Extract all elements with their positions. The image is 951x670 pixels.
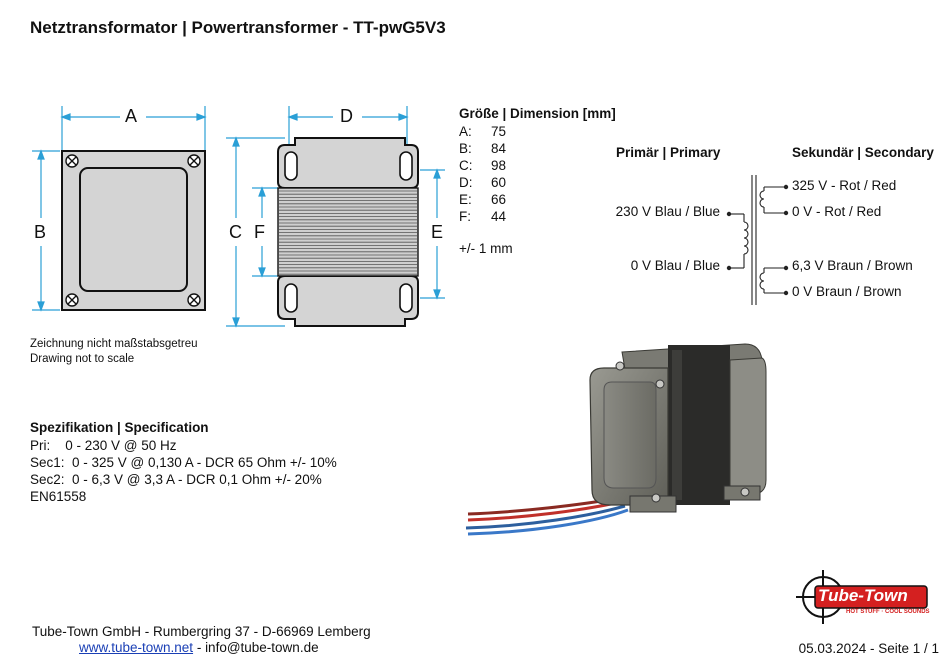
- dim-label-d: D: [340, 106, 353, 126]
- spec-line-pri: Pri: 0 - 230 V @ 50 Hz: [30, 438, 177, 453]
- primary-header: Primär | Primary: [616, 145, 721, 160]
- dimension-table: A:75 B:84 C:98 D:60 E:66 F:44: [459, 123, 506, 225]
- dimension-row: F:44: [459, 209, 507, 224]
- footer-date-page: 05.03.2024 - Seite 1 / 1: [798, 641, 939, 656]
- footer-company: Tube-Town GmbH - Rumbergring 37 - D-6696…: [32, 624, 371, 639]
- page-title: Netztransformator | Powertransformer - T…: [30, 18, 446, 37]
- scale-note-de: Zeichnung nicht maßstabsgetreu: [30, 338, 198, 350]
- footer-separator: -: [193, 640, 206, 655]
- scale-note: Zeichnung nicht maßstabsgetreu Drawing n…: [30, 337, 197, 367]
- dimension-row: E:66: [459, 192, 507, 207]
- spec-line-sec1: Sec1: 0 - 325 V @ 0,130 A - DCR 65 Ohm +…: [30, 455, 337, 470]
- email-address: info@tube-town.de: [205, 640, 319, 655]
- dim-label-a: A: [125, 106, 138, 126]
- dim-label-f: F: [254, 222, 265, 242]
- spec-line-sec2: Sec2: 0 - 6,3 V @ 3,3 A - DCR 0,1 Ohm +/…: [30, 472, 322, 487]
- dimension-row: D:60: [459, 175, 507, 190]
- dim-label-e: E: [431, 222, 444, 242]
- tolerance-text: +/- 1 mm: [459, 241, 513, 256]
- sec1-bottom-label: 0 V - Rot / Red: [792, 204, 882, 219]
- primary-top-label: 230 V Blau / Blue: [615, 204, 720, 219]
- sec2-top-label: 6,3 V Braun / Brown: [792, 258, 913, 273]
- dimension-header: Größe | Dimension [mm]: [459, 106, 616, 121]
- dim-label-b: B: [34, 222, 47, 242]
- logo-brand: Tube-Town: [818, 586, 908, 605]
- dimension-row: A:75: [459, 124, 507, 139]
- website-link[interactable]: www.tube-town.net: [79, 640, 194, 655]
- spec-line-standard: EN61558: [30, 489, 87, 504]
- dim-label-c: C: [229, 222, 242, 242]
- footer-contact: www.tube-town.net - info@tube-town.de: [79, 640, 319, 655]
- secondary-header: Sekundär | Secondary: [792, 145, 934, 160]
- dimension-row: C:98: [459, 158, 507, 173]
- primary-bottom-label: 0 V Blau / Blue: [630, 258, 720, 273]
- logo-tagline: HOT STUFF · COOL SOUNDS: [846, 609, 930, 615]
- spec-header: Spezifikation | Specification: [30, 420, 209, 435]
- dimension-row: B:84: [459, 141, 507, 156]
- scale-note-en: Drawing not to scale: [30, 353, 135, 365]
- spec-lines: Pri: 0 - 230 V @ 50 Hz Sec1: 0 - 325 V @…: [30, 437, 337, 505]
- sec2-bottom-label: 0 V Braun / Brown: [792, 284, 902, 299]
- sec1-top-label: 325 V - Rot / Red: [792, 178, 897, 193]
